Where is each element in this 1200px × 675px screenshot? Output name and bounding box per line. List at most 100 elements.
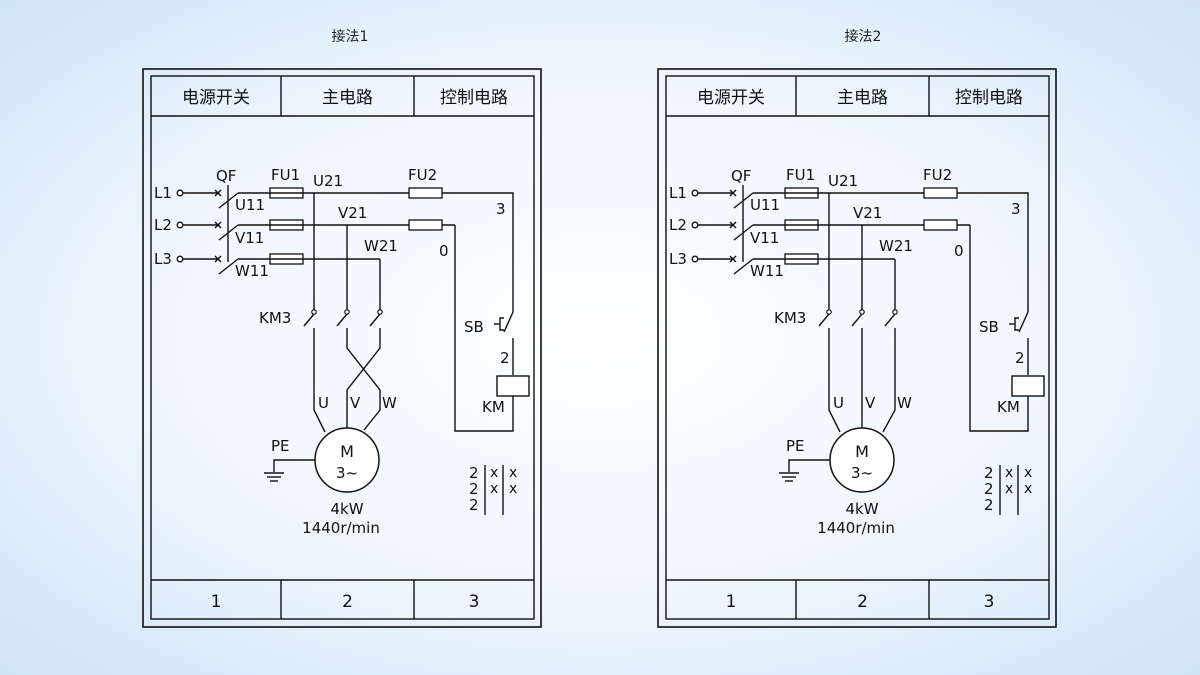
lead-label-v: V <box>350 394 361 412</box>
header-cell-2: 主电路 <box>837 88 888 108</box>
sb-contact-blade <box>1018 311 1029 333</box>
supply-label-l3: L3 <box>669 250 687 268</box>
outer-frame <box>142 68 542 628</box>
contact-fixed-point <box>311 309 317 315</box>
footer-cell-3: 3 <box>984 592 995 612</box>
motor-label-m: M <box>340 442 354 461</box>
lead-u <box>313 336 326 433</box>
panel-2-title: 接法2 <box>844 29 882 45</box>
node-label-u21: U21 <box>828 172 858 190</box>
footer-cell-1: 1 <box>726 592 737 612</box>
breaker-label-qf: QF <box>216 167 236 185</box>
contact-table-cell: 2 <box>984 496 994 514</box>
contact-table-cell: 2 <box>984 480 994 498</box>
coil-km <box>1011 375 1045 397</box>
node-label-w21: W21 <box>364 237 398 255</box>
breaker-cross-mark <box>214 189 222 197</box>
terminal-l2 <box>691 221 699 229</box>
footer-cell-2: 2 <box>342 592 353 612</box>
node-label-0: 0 <box>439 242 449 260</box>
pe-wire <box>273 459 315 472</box>
coil-label-km: KM <box>482 398 505 416</box>
node-label-u21: U21 <box>313 172 343 190</box>
node-label-2: 2 <box>500 349 510 367</box>
sb-actuator <box>499 317 504 331</box>
breaker-cross-mark <box>214 221 222 229</box>
panel-1-title: 接法1 <box>331 29 369 45</box>
supply-label-l3: L3 <box>154 250 172 268</box>
control-return-wire <box>454 225 514 432</box>
node-label-3: 3 <box>496 200 506 218</box>
outer-frame <box>657 68 1057 628</box>
contact-table-cell: x <box>490 481 498 497</box>
terminal-l2 <box>176 221 184 229</box>
contact-table-cell: 2 <box>469 480 479 498</box>
breaker-cross-mark <box>214 255 222 263</box>
motor-power-rating: 4kW <box>330 500 363 518</box>
breaker-label-qf: QF <box>731 167 751 185</box>
wire-l1-main <box>238 192 514 312</box>
supply-label-l1: L1 <box>669 184 687 202</box>
km3-contact-blade <box>369 313 381 327</box>
fuse-label-fu2: FU2 <box>923 166 952 184</box>
lead-label-v: V <box>865 394 876 412</box>
wire-l1-main <box>753 192 1029 312</box>
header-cell-2: 主电路 <box>322 88 373 108</box>
supply-label-l1: L1 <box>154 184 172 202</box>
node-label-u11: U11 <box>235 196 265 214</box>
km3-contact-blade <box>851 313 863 327</box>
lead-u <box>828 336 841 433</box>
control-return-wire <box>969 225 1029 432</box>
header-cell-1: 电源开关 <box>182 88 250 108</box>
supply-label-l2: L2 <box>154 216 172 234</box>
contact-fixed-point <box>344 309 350 315</box>
km3-contact-blade <box>818 313 830 327</box>
lead-w <box>882 336 896 433</box>
node-label-w21: W21 <box>879 237 913 255</box>
contact-table-cell: 2 <box>469 464 479 482</box>
km3-contact-blade <box>336 313 348 327</box>
breaker-cross-mark <box>729 189 737 197</box>
node-label-v21: V21 <box>853 204 882 222</box>
terminal-l3 <box>176 255 184 263</box>
node-label-v11: V11 <box>235 229 264 247</box>
breaker-blade <box>218 258 239 275</box>
lead-label-w: W <box>382 394 397 412</box>
contact-table-cell: x <box>1005 481 1013 497</box>
contact-table-cell: 2 <box>469 496 479 514</box>
contact-table-cell: 2 <box>984 464 994 482</box>
node-label-3: 3 <box>1011 200 1021 218</box>
sb-actuator <box>1014 317 1019 331</box>
node-label-u11: U11 <box>750 196 780 214</box>
inner-frame <box>665 75 1050 620</box>
contactor-label-km3: KM3 <box>774 309 806 327</box>
km3-contact-blade <box>884 313 896 327</box>
pushbutton-label-sb: SB <box>464 318 484 336</box>
sb-contact-blade <box>503 311 514 333</box>
ground-label-pe: PE <box>271 437 290 455</box>
header-cell-3: 控制电路 <box>955 88 1023 108</box>
motor-label-m: M <box>855 442 869 461</box>
pe-wire <box>788 459 830 472</box>
node-label-v21: V21 <box>338 204 367 222</box>
motor-phase-label: 3~ <box>336 464 358 482</box>
lead-label-u: U <box>318 394 329 412</box>
fuse-fu2-2 <box>408 219 443 231</box>
contact-table-cell: x <box>1005 465 1013 481</box>
contactor-label-km3: KM3 <box>259 309 291 327</box>
node-label-0: 0 <box>954 242 964 260</box>
motor-speed-rating: 1440r/min <box>817 519 895 537</box>
motor-power-rating: 4kW <box>845 500 878 518</box>
fuse-label-fu1: FU1 <box>271 166 300 184</box>
footer-cell-1: 1 <box>211 592 222 612</box>
fuse-fu2-1 <box>408 187 443 199</box>
breaker-cross-mark <box>729 221 737 229</box>
node-label-w11: W11 <box>235 262 269 280</box>
footer-cell-3: 3 <box>469 592 480 612</box>
node-label-v11: V11 <box>750 229 779 247</box>
fuse-label-fu1: FU1 <box>786 166 815 184</box>
supply-label-l2: L2 <box>669 216 687 234</box>
lead-w-crossed <box>346 336 381 428</box>
